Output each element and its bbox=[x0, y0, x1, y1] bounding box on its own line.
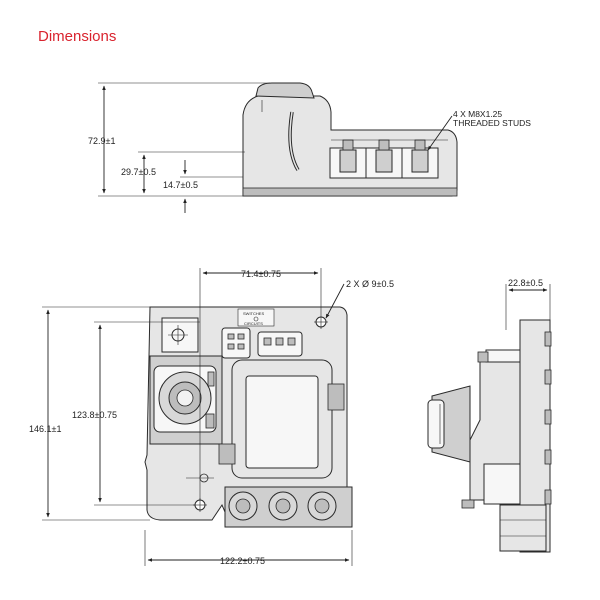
height-total-front-label: 146.1±1 bbox=[29, 424, 61, 434]
side-view bbox=[98, 82, 458, 213]
depth-label: 22.8±0.5 bbox=[508, 278, 543, 288]
switch-label-2: CIRCUITS bbox=[244, 321, 263, 326]
height-mid-label: 29.7±0.5 bbox=[121, 167, 156, 177]
height-total-label: 72.9±1 bbox=[88, 136, 115, 146]
page-title: Dimensions bbox=[38, 28, 117, 45]
height-low-label: 14.7±0.5 bbox=[163, 180, 198, 190]
hole-note-label: 2 X Ø 9±0.5 bbox=[346, 279, 394, 289]
stud-note-line2: THREADED STUDS bbox=[453, 118, 531, 128]
width-total-label: 122.2±0.75 bbox=[220, 556, 265, 566]
end-view bbox=[427, 284, 552, 553]
stud-note-line1: 4 X M8X1.25 bbox=[453, 109, 502, 119]
switch-label-1: SWITCHES bbox=[243, 311, 264, 316]
front-view: SWITCHES CIRCUITS bbox=[42, 268, 353, 566]
hole-spacing-height-label: 123.8±0.75 bbox=[72, 410, 117, 420]
hole-spacing-width-label: 71.4±0.75 bbox=[241, 269, 281, 279]
